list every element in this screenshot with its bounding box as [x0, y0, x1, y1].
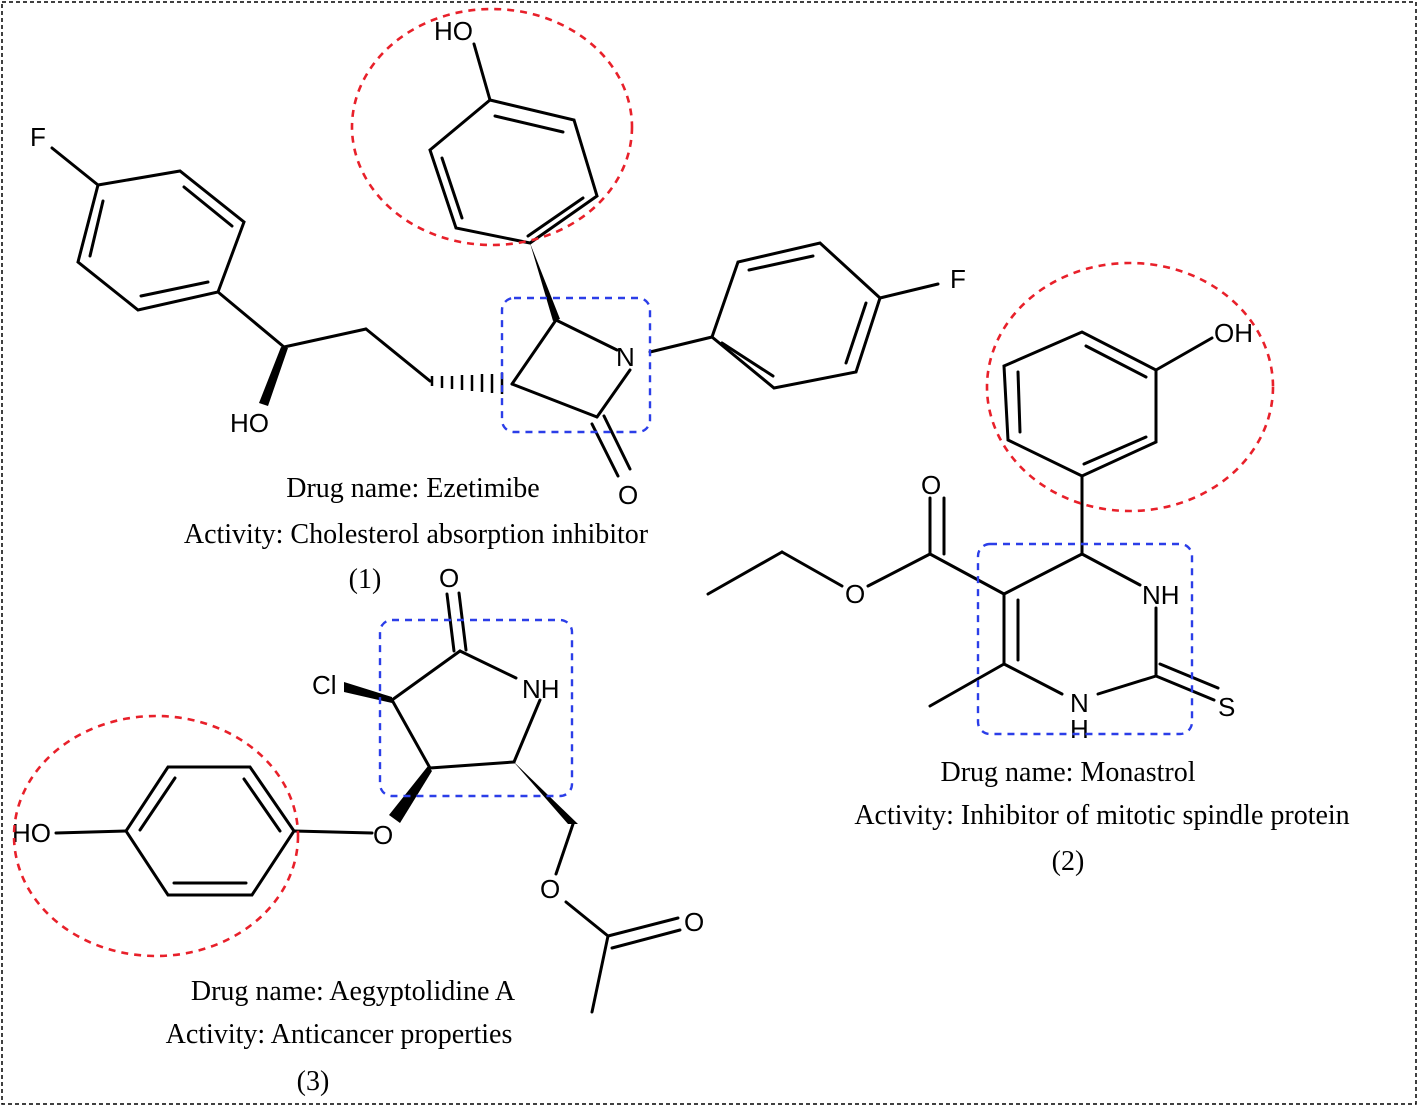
- atom-label-f-left: F: [30, 122, 46, 152]
- wedge-bond: [259, 347, 288, 406]
- atom-label-oh: OH: [1214, 318, 1253, 348]
- wedge-bond-ch2: [512, 760, 578, 824]
- atom-label-o-ether: O: [373, 820, 393, 850]
- atom-label-o-carbonyl: O: [921, 470, 941, 500]
- highlight-box-pyrrolidinone: [378, 618, 574, 798]
- wedge-bond-o: [389, 766, 432, 823]
- atom-label-o-ester: O: [845, 579, 865, 609]
- caption-monastrol-number: (2): [1052, 846, 1085, 877]
- ethyl-ester-group: [706, 496, 1006, 596]
- wedge-bond-aryl: [530, 243, 560, 321]
- atom-label-o-carbonyl: O: [684, 907, 704, 937]
- atom-label-f-right: F: [950, 264, 966, 294]
- caption-monastrol-name: Drug name: Monastrol: [940, 757, 1195, 788]
- atom-label-ho-top: HO: [434, 16, 473, 46]
- atom-label-o-ester: O: [540, 874, 560, 904]
- caption-ezetimibe-activity: Activity: Cholesterol absorption inhibit…: [184, 519, 649, 550]
- atom-label-nh: NH: [522, 674, 560, 704]
- compound-aegyptolidine-a: O Cl NH HO O O O Drug name: Aegyptolidin…: [12, 563, 704, 1097]
- hydroxyphenyl-ring-para: [54, 765, 374, 897]
- atom-label-cl: Cl: [312, 670, 337, 700]
- atom-label-nh: NH: [1142, 580, 1180, 610]
- caption-ezetimibe-number: (1): [349, 564, 382, 595]
- wedge-bond-cl: [344, 682, 392, 703]
- acetoxymethyl-group: [554, 822, 682, 1014]
- atom-label-n: N: [616, 342, 635, 372]
- atom-label-s: S: [1218, 692, 1235, 722]
- atom-label-n-bottom: N: [1070, 688, 1089, 718]
- highlight-circle-phenol: [985, 261, 1275, 513]
- highlight-circle-phenol: [12, 714, 300, 958]
- caption-ezetimibe-name: Drug name: Ezetimibe: [286, 473, 539, 504]
- highlight-box-lactam: [500, 296, 652, 434]
- compound-ezetimibe: F F HO HO N O Drug name: Ezetimibe Activ…: [30, 7, 966, 595]
- pyrrolidinone-ring: [390, 591, 542, 770]
- caption-aegyptolidine-activity: Activity: Anticancer properties: [166, 1019, 513, 1050]
- compound-monastrol: OH O O NH N H S Drug name: Monastrol Act…: [706, 261, 1350, 877]
- hash-bond: [430, 373, 504, 394]
- atom-label-ho-side: HO: [230, 408, 269, 438]
- hydroxyphenyl-ring-meta: [1002, 330, 1214, 478]
- caption-aegyptolidine-name: Drug name: Aegyptolidine A: [191, 976, 516, 1007]
- atom-label-h-bottom: H: [1070, 714, 1089, 744]
- atom-label-ho: HO: [12, 818, 51, 848]
- azetidinone-ring: [510, 318, 632, 478]
- hydroxypropyl-chain: [216, 290, 504, 406]
- fluorophenyl-ring-left: [50, 146, 246, 312]
- atom-label-o: O: [618, 480, 638, 510]
- fluorophenyl-ring-right: [648, 241, 940, 390]
- highlight-circle-phenol: [350, 7, 634, 247]
- highlight-box-pyrimidine: [976, 542, 1194, 736]
- dihydropyrimidinethione-ring: [928, 552, 1220, 708]
- caption-aegyptolidine-number: (3): [297, 1066, 330, 1097]
- atom-label-o-top: O: [439, 563, 459, 593]
- caption-monastrol-activity: Activity: Inhibitor of mitotic spindle p…: [854, 800, 1349, 831]
- hydroxyphenyl-ring-top: [428, 42, 599, 245]
